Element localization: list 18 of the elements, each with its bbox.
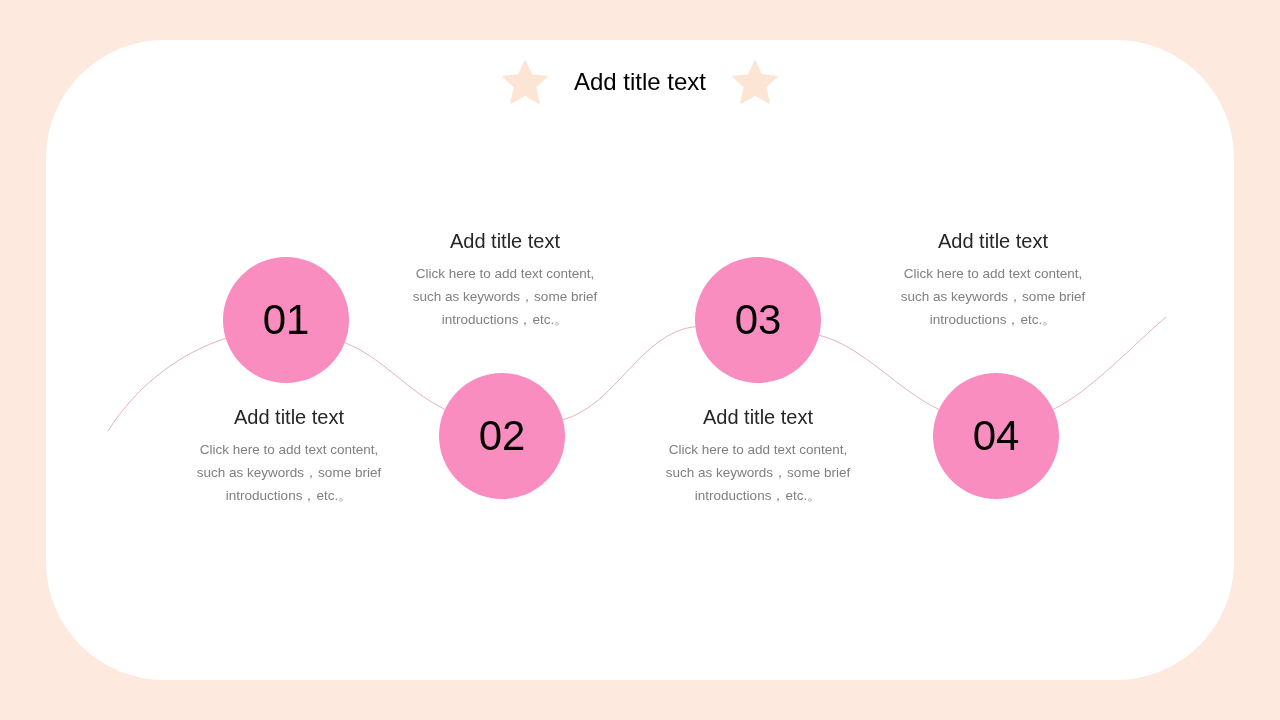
wave-connector <box>562 326 696 421</box>
step-number: 01 <box>262 296 310 344</box>
step-number: 02 <box>478 412 526 460</box>
step-title: Add title text <box>449 229 561 254</box>
step-number: 04 <box>972 412 1020 460</box>
step-description: Click here to add text content, such as keywords，some brief introductions，etc.。 <box>411 265 599 329</box>
step-title: Add title text <box>702 405 814 430</box>
step-description: Click here to add text content, such as keywords，some brief introductions，etc.。 <box>899 265 1087 329</box>
step-description: Click here to add text content, such as keywords，some brief introductions，etc.。 <box>664 441 852 505</box>
wave-connector <box>818 334 940 410</box>
wave-connector <box>107 337 227 432</box>
step-description: Click here to add text content, such as keywords，some brief introductions，etc.。 <box>195 441 383 505</box>
step-title: Add title text <box>937 229 1049 254</box>
wave-connector <box>1052 316 1167 410</box>
page-title: Add title text <box>573 67 707 97</box>
wave-connector <box>344 342 446 410</box>
step-number: 03 <box>734 296 782 344</box>
step-title: Add title text <box>233 405 345 430</box>
